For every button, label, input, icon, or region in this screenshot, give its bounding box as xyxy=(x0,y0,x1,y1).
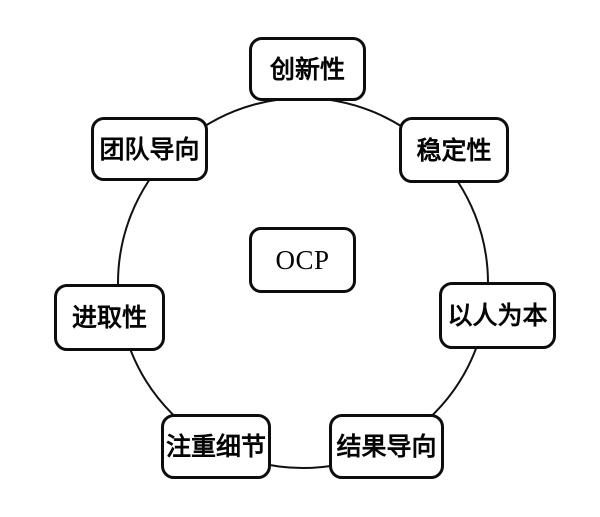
node-innovation[interactable]: 创新性 xyxy=(249,37,366,101)
center-node[interactable]: OCP xyxy=(249,227,356,293)
node-stability-label: 稳定性 xyxy=(416,135,492,165)
node-attention-to-detail-label: 注重细节 xyxy=(165,432,266,461)
node-attention-to-detail[interactable]: 注重细节 xyxy=(161,414,271,479)
node-stability[interactable]: 稳定性 xyxy=(399,117,509,183)
node-aggressiveness[interactable]: 进取性 xyxy=(54,284,165,351)
node-team-oriented[interactable]: 团队导向 xyxy=(91,117,208,181)
node-results-oriented[interactable]: 结果导向 xyxy=(329,414,444,479)
center-node-label: OCP xyxy=(275,244,330,275)
node-innovation-label: 创新性 xyxy=(269,54,345,84)
node-people-oriented-label: 以人为本 xyxy=(447,301,548,330)
node-people-oriented[interactable]: 以人为本 xyxy=(439,282,556,349)
node-team-oriented-label: 团队导向 xyxy=(99,134,200,164)
node-results-oriented-label: 结果导向 xyxy=(336,432,437,461)
node-aggressiveness-label: 进取性 xyxy=(71,303,147,332)
